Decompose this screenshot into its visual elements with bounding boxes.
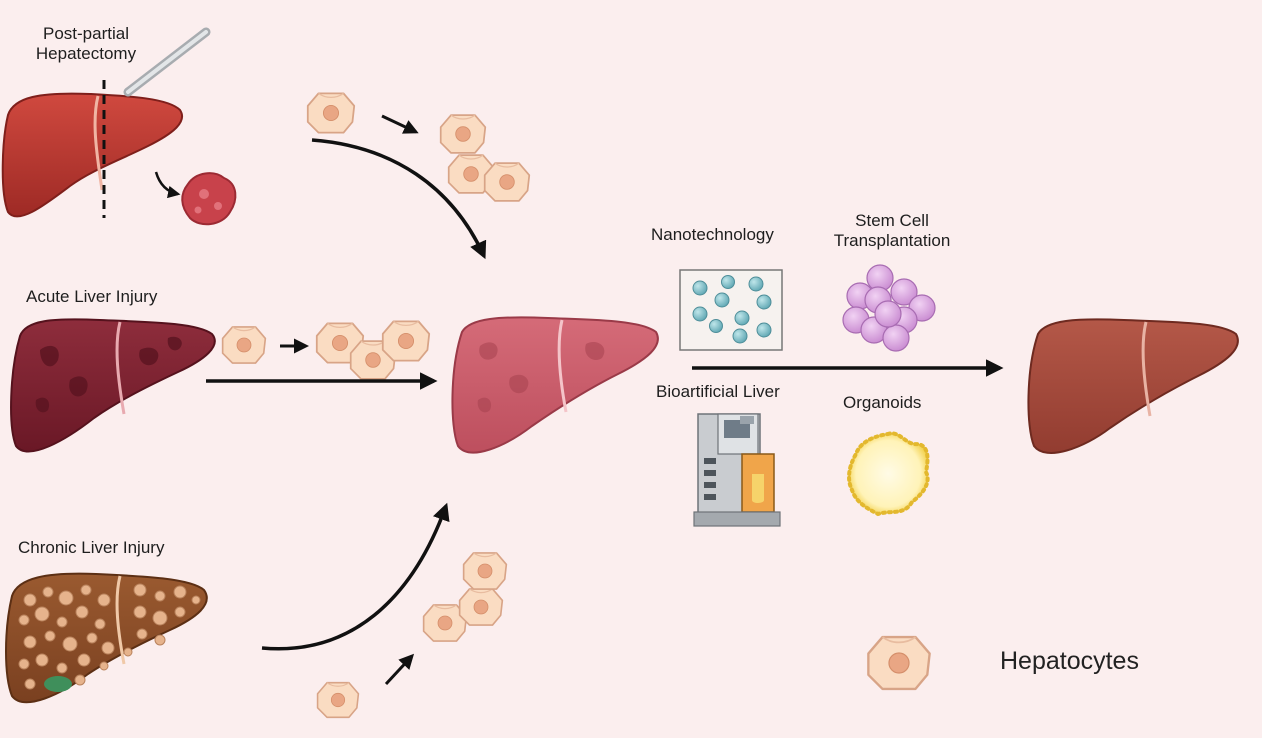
label-organoids: Organoids [843,393,922,412]
hepatocyte-icon [316,681,360,719]
label-bioartificial-liver: Bioartificial Liver [656,382,780,401]
acute-injury-liver [10,318,216,453]
label-nanotechnology: Nanotechnology [651,225,774,244]
nanotechnology-box [679,269,783,351]
hepatocyte-icon [462,552,508,590]
stem-cell-cluster-icon [842,264,936,352]
label-acute-liver-injury: Acute Liver Injury [26,287,158,306]
flow-arrow-chronic [261,502,450,651]
healthy-liver [1027,318,1239,454]
resected-tissue [181,172,237,226]
scalpel-icon [123,27,211,97]
proliferation-arrow [384,653,415,686]
hepatocyte-icon [221,326,267,364]
hepatocyte-icon [439,114,487,154]
label-chronic-liver-injury: Chronic Liver Injury [18,538,165,557]
proliferation-arrow [381,114,419,134]
label-post-partial-hepatectomy: Post-partial Hepatectomy [35,24,137,63]
legend-hepatocytes-label: Hepatocytes [1000,647,1139,675]
legend-hepatocyte-icon [867,635,931,691]
chronic-injury-liver [5,572,208,704]
hepatocyte-icon [381,320,431,362]
hepatocyte-icon [458,588,504,626]
label-stem-cell-transplantation: Stem Cell Transplantation [833,211,951,250]
hepatectomy-liver [1,80,183,218]
flow-arrow-hepatectomy [311,138,487,260]
hepatocyte-icon [306,92,356,134]
bioartificial-liver-device-icon [693,413,781,527]
organoid-icon [847,431,930,517]
resection-arrow [154,171,181,199]
regenerating-liver [451,316,659,454]
hepatocyte-icon [483,162,531,202]
